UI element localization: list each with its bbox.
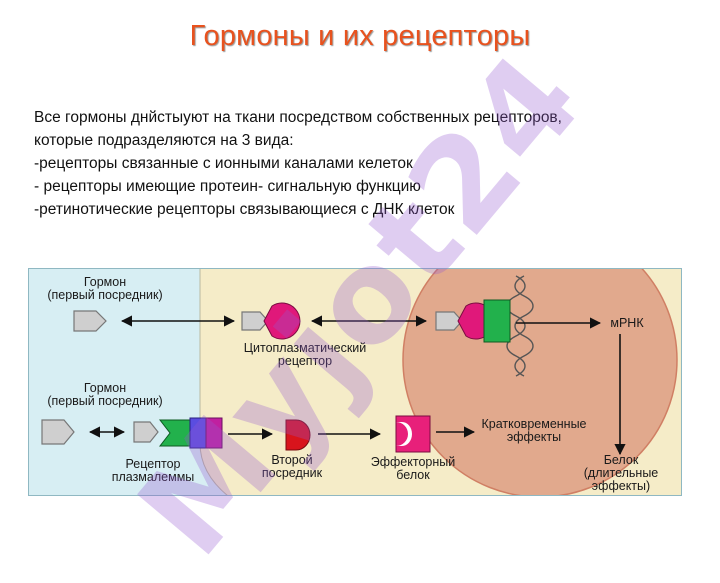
- second-messenger-label: Второй посредник: [252, 454, 332, 480]
- cyto-receptor-label-line2: рецептор: [277, 354, 333, 368]
- effector-binding-site: [396, 422, 412, 446]
- diagram-frame: [28, 268, 682, 496]
- slide-title: Гормоны и их рецепторы: [189, 20, 531, 52]
- membrane-receptor-label: Рецептор плазмалеммы: [88, 458, 218, 484]
- hormone-bottom-label-line2: (первый посредник): [47, 394, 163, 408]
- short-effects-label: Кратковременные эффекты: [474, 418, 594, 444]
- intro-line-5: -ретинотические рецепторы связывающиеся …: [34, 201, 455, 218]
- second-messenger-icon: [285, 419, 311, 451]
- cyto-receptor-label-line1: Цитоплазматический: [243, 341, 367, 355]
- cyto-receptor-label: Цитоплазматический рецептор: [220, 342, 390, 368]
- hormone-top-icon: [73, 310, 107, 332]
- cyto-receptor-hormone-icon: [241, 311, 269, 331]
- short-effects-label-line1: Кратковременные: [481, 417, 587, 431]
- hormone-bottom-label-line1: Гормон: [83, 381, 127, 395]
- second-messenger-label-line1: Второй: [271, 453, 313, 467]
- intro-line-3: -рецепторы связанные с ионными каналами …: [34, 155, 413, 172]
- intro-line-4: - рецепторы имеющие протеин- сигнальную …: [34, 178, 421, 195]
- protein-label-line3: эффекты): [591, 479, 651, 493]
- membrane-hormone-icon: [133, 421, 159, 443]
- hormone-top-label-line2: (первый посредник): [47, 288, 163, 302]
- intro-line-2: которые подразделяются на 3 вида:: [34, 132, 294, 149]
- effector-protein-icon: [395, 415, 431, 453]
- membrane-receptor-tail: [205, 417, 223, 449]
- effector-label-line1: Эффекторный: [370, 455, 456, 469]
- membrane-receptor-label-line2: плазмалеммы: [111, 470, 195, 484]
- dna-binding-domain: [483, 299, 511, 343]
- protein-label-line2: (длительные: [583, 466, 659, 480]
- membrane-receptor-icon: [158, 419, 191, 447]
- effector-label: Эффекторный белок: [358, 456, 468, 482]
- hormone-top-label: Гормон (первый посредник): [30, 276, 180, 302]
- hormone-bottom-label: Гормон (первый посредник): [30, 382, 180, 408]
- nuclear-hormone-icon: [435, 311, 463, 331]
- diagram-graphics: [28, 268, 682, 496]
- second-messenger-label-line2: посредник: [261, 466, 323, 480]
- effector-label-line2: белок: [396, 468, 430, 482]
- hormone-bottom-icon: [41, 419, 75, 445]
- intro-text: Все гормоны днйстыуют на ткани посредств…: [34, 106, 694, 221]
- hormone-receptor-diagram: Гормон (первый посредник) Цитоплазматиче…: [28, 268, 682, 496]
- mrna-label: мРНК: [610, 316, 644, 330]
- protein-label-line1: Белок: [603, 453, 639, 467]
- membrane-receptor-channel: [189, 417, 207, 449]
- hormone-top-label-line1: Гормон: [83, 275, 127, 289]
- membrane-receptor-label-line1: Рецептор: [125, 457, 181, 471]
- protein-label: Белок (длительные эффекты): [566, 454, 676, 493]
- cyto-receptor-icon: [263, 302, 301, 340]
- short-effects-label-line2: эффекты: [506, 430, 562, 444]
- intro-line-1: Все гормоны днйстыуют на ткани посредств…: [34, 109, 562, 126]
- dna-helix-icon: [506, 275, 534, 377]
